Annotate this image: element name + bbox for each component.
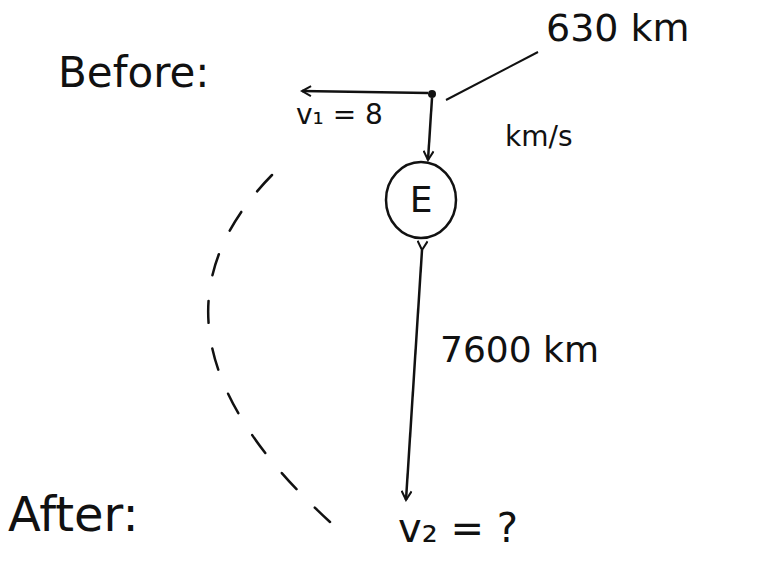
- velocity-label: v₂ = ?: [398, 506, 518, 550]
- heading-label: Before:: [58, 50, 209, 96]
- planet-letter: E: [384, 180, 458, 220]
- velocity-label: v₁ = 8: [296, 100, 383, 131]
- heading-label: After:: [8, 488, 139, 541]
- velocity-arrow: [302, 91, 428, 93]
- distance-arrow: [406, 250, 422, 500]
- distance-label: 7600 km: [440, 330, 599, 370]
- satellite-dot: [428, 90, 436, 98]
- leader-line: [446, 52, 538, 100]
- earth-circle: E: [384, 160, 458, 240]
- unit-label: km/s: [505, 122, 573, 153]
- orbit-path: [208, 175, 330, 522]
- altitude-label: 630 km: [546, 8, 690, 50]
- gravity-arrow: [428, 98, 432, 160]
